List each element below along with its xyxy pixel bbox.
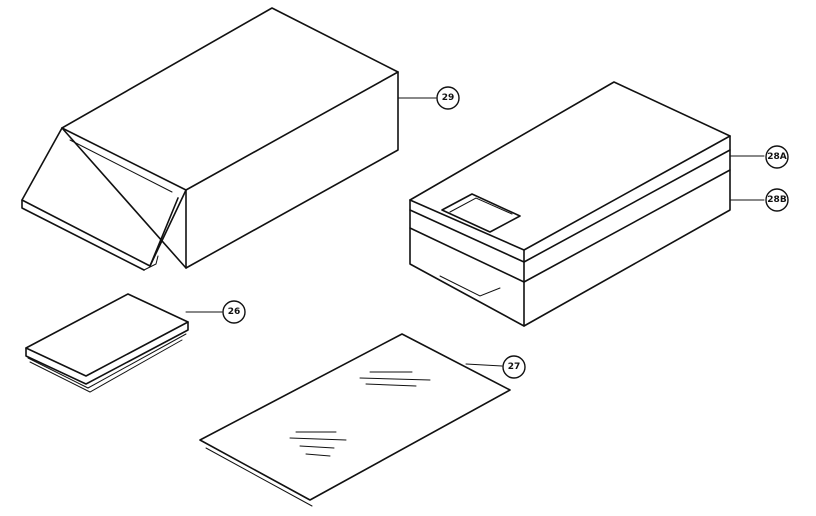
foam-packing-part-28 (409, 81, 731, 327)
callout-28b-label: 28B (767, 195, 787, 205)
callout-27-label: 27 (508, 362, 521, 372)
callout-29-label: 29 (442, 93, 455, 103)
callout-29: 29 (436, 86, 460, 110)
leader-27 (465, 363, 503, 367)
print-marks-upper (359, 371, 431, 387)
print-marks-lower (289, 431, 347, 457)
callout-27: 27 (502, 355, 526, 379)
callout-28b: 28B (765, 188, 789, 212)
booklet-part-26 (25, 293, 189, 393)
sheet-part-27 (199, 333, 511, 507)
callout-28a-label: 28A (767, 152, 787, 162)
callout-28a: 28A (765, 145, 789, 169)
callout-26-label: 26 (228, 307, 241, 317)
carton-box-part-29 (21, 7, 399, 271)
callout-26: 26 (222, 300, 246, 324)
